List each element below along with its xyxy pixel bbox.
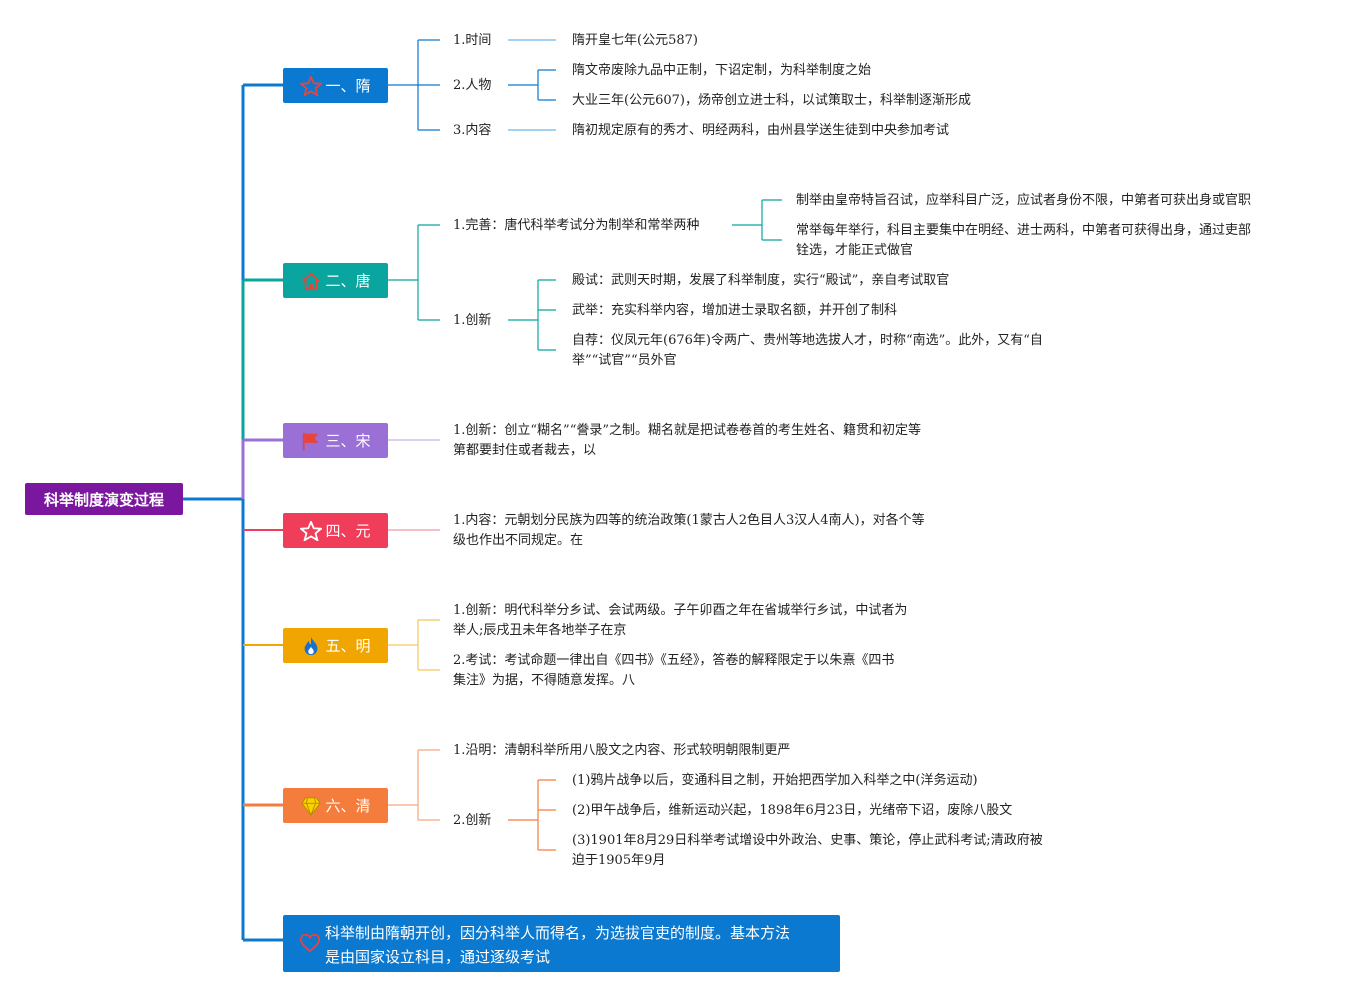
leaf-line: 迫于1905年9月 [572,853,666,868]
node-tang-innovate[interactable]: 1.创新 [453,313,492,328]
node-line: 1.创新：创立“糊名”“誊录”之制。糊名就是把试卷卷首的考生姓名、籍贯和初定等 [453,423,921,438]
node-ming-exam[interactable]: 2.考试：考试命题一律出自《四书》《五经》，答卷的解释限定于以朱熹《四书 集注》… [453,651,894,691]
star-outline-icon [300,520,323,541]
node-sui-people[interactable]: 2.人物 [453,78,492,93]
leaf-qing-innovate-3[interactable]: (3)1901年8月29日科举考试增设中外政治、史事、策论，停止武科考试;清政府… [572,831,1043,871]
branch-song[interactable]: 三、宋 [283,423,388,458]
node-line: 2.考试：考试命题一律出自《四书》《五经》，答卷的解释限定于以朱熹《四书 [453,653,895,668]
summary-line: 是由国家设立科目，通过逐级考试 [325,948,551,966]
star-outline-icon [300,75,323,96]
root-node[interactable]: 科举制度演变过程 [25,483,183,515]
branch-label: 二、唐 [325,272,371,290]
branch-label: 四、元 [325,522,371,540]
summary-node[interactable]: 科举制由隋朝开创，因分科举人而得名，为选拔官吏的制度。基本方法 是由国家设立科目… [283,915,840,972]
node-line: 级也作出不同规定。在 [453,533,584,548]
leaf-line: 自荐：仪凤元年(676年)令两广、贵州等地选拔人才，时称“南选”。此外，又有“自 [572,333,1043,348]
branch-tang[interactable]: 二、唐 [283,263,388,298]
branch-label: 一、隋 [325,77,371,95]
leaf-line: 常举每年举行，科目主要集中在明经、进士两科，中第者可获得出身，通过吏部 [796,223,1252,238]
leaf-qing-innovate-2[interactable]: (2)甲午战争后，维新运动兴起，1898年6月23日，光绪帝下诏，废除八股文 [572,803,1013,818]
node-line: 1.创新：明代科举分乡试、会试两级。子午卯酉之年在省城举行乡试，中试者为 [453,603,908,618]
node-yuan-content[interactable]: 1.内容：元朝划分民族为四等的统治政策(1蒙古人2色目人3汉人4南人)，对各个等… [453,511,925,551]
leaf-tang-innovate-1[interactable]: 殿试：武则天时期，发展了科举制度，实行“殿试”，亲自考试取官 [572,273,950,288]
branch-qing[interactable]: 六、清 [283,788,388,823]
node-ming-innovate[interactable]: 1.创新：明代科举分乡试、会试两级。子午卯酉之年在省城举行乡试，中试者为 举人;… [453,601,907,641]
node-line: 第都要封住或者裁去，以 [453,443,597,458]
leaf-sui-time[interactable]: 隋开皇七年(公元587) [572,33,698,48]
leaf-line: (3)1901年8月29日科举考试增设中外政治、史事、策论，停止武科考试;清政府… [572,833,1043,848]
leaf-line: 铨选，才能正式做官 [796,243,914,258]
node-line: 1.内容：元朝划分民族为四等的统治政策(1蒙古人2色目人3汉人4南人)，对各个等 [453,513,925,528]
leaf-sui-people-2[interactable]: 大业三年(公元607)，炀帝创立进士科，以试策取士，科举制逐渐形成 [572,93,971,108]
fire-icon [300,636,322,656]
node-qing-follow[interactable]: 1.沿明：清朝科举所用八股文之内容、形式较明朝限制更严 [453,743,791,758]
node-qing-innovate[interactable]: 2.创新 [453,813,492,828]
heart-icon [299,933,321,953]
branch-label: 六、清 [325,797,371,815]
node-song-innovate[interactable]: 1.创新：创立“糊名”“誊录”之制。糊名就是把试卷卷首的考生姓名、籍贯和初定等 … [453,421,921,461]
leaf-tang-innovate-3[interactable]: 自荐：仪凤元年(676年)令两广、贵州等地选拔人才，时称“南选”。此外，又有“自… [572,331,1043,371]
node-line: 举人;辰戌丑未年各地举子在京 [453,623,627,638]
leaf-sui-content[interactable]: 隋初规定原有的秀才、明经两科，由州县学送生徒到中央参加考试 [572,123,950,138]
node-sui-content[interactable]: 3.内容 [453,123,492,138]
branch-label: 三、宋 [325,432,371,450]
branch-ming[interactable]: 五、明 [283,628,388,663]
branch-yuan[interactable]: 四、元 [283,513,388,548]
flag-icon [300,431,322,451]
branch-label: 五、明 [325,637,371,655]
branch-sui[interactable]: 一、隋 [283,68,388,103]
summary-line: 科举制由隋朝开创，因分科举人而得名，为选拔官吏的制度。基本方法 [325,924,791,942]
node-sui-time[interactable]: 1.时间 [453,33,492,48]
leaf-sui-people-1[interactable]: 隋文帝废除九品中正制，下诏定制，为科举制度之始 [572,63,872,78]
leaf-tang-innovate-2[interactable]: 武举：充实科举内容，增加进士录取名额，并开创了制科 [572,303,898,318]
leaf-qing-innovate-1[interactable]: (1)鸦片战争以后，变通科目之制，开始把西学加入科举之中(洋务运动) [572,773,978,788]
home-icon [300,271,322,291]
leaf-tang-improve-1[interactable]: 制举由皇帝特旨召试，应举科目广泛，应试者身份不限，中第者可获出身或官职 [796,193,1252,208]
leaf-tang-improve-2[interactable]: 常举每年举行，科目主要集中在明经、进士两科，中第者可获得出身，通过吏部 铨选，才… [796,221,1251,261]
node-tang-improve[interactable]: 1.完善：唐代科举考试分为制举和常举两种 [453,218,700,233]
node-line: 集注》为据，不得随意发挥。八 [453,673,636,688]
leaf-line: 举”“试官”“员外官 [572,353,677,368]
diamond-icon [300,796,322,816]
